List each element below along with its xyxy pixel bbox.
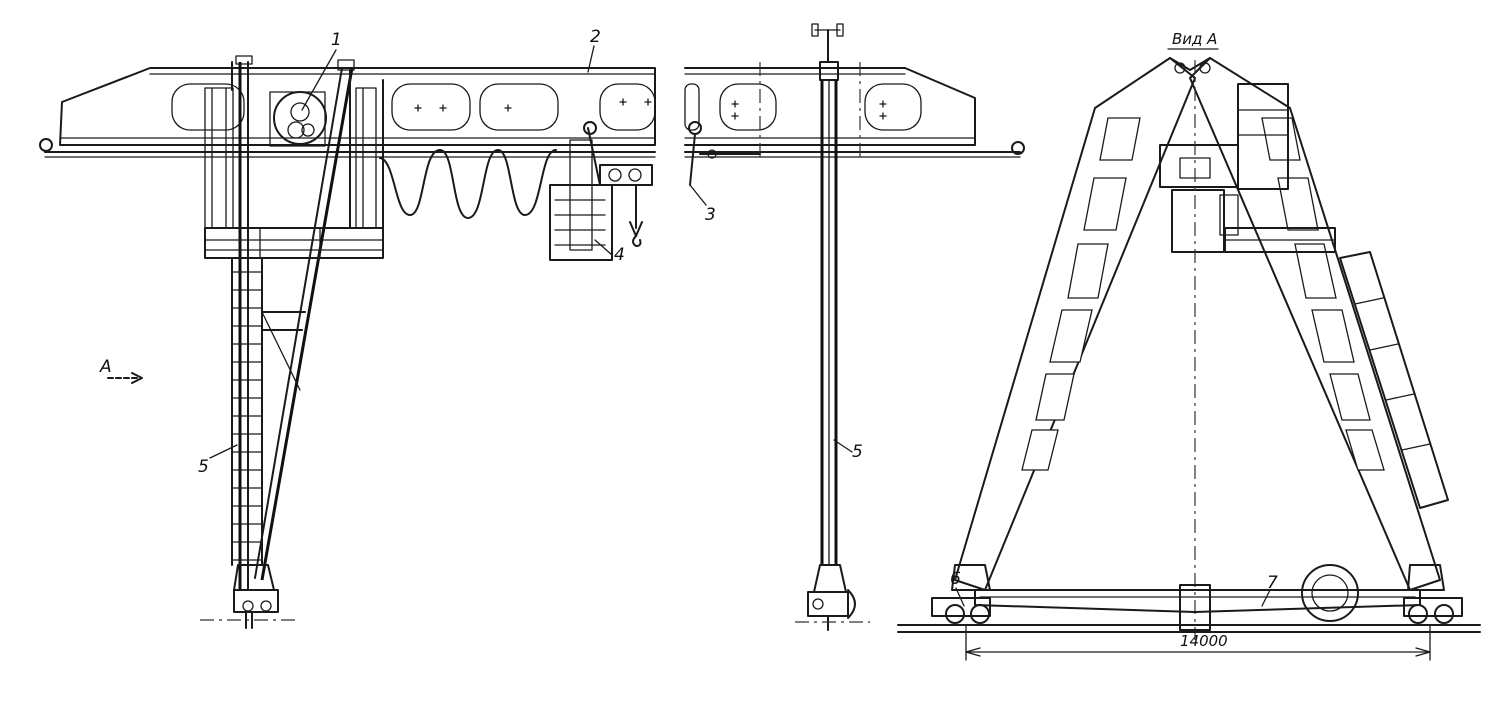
leg-cutouts xyxy=(1021,117,1385,471)
callout-4: 4 xyxy=(614,245,625,265)
leg-ladder xyxy=(231,257,263,566)
callout-5-mid: 5 xyxy=(852,442,863,462)
callout-2: 2 xyxy=(590,27,601,47)
winch xyxy=(269,91,327,147)
view-arrow-a: A xyxy=(99,357,143,384)
span-dimension: 14000 xyxy=(965,624,1431,661)
leg-brace xyxy=(260,67,354,581)
bottom-tie-beam xyxy=(974,564,1421,631)
operator-cabin xyxy=(549,121,613,261)
left-bogie xyxy=(931,564,991,624)
leg-side-view xyxy=(795,23,870,631)
callout-5-left: 5 xyxy=(198,457,209,477)
inclined-ladder xyxy=(1339,251,1449,509)
service-platform xyxy=(204,227,384,259)
callout-1: 1 xyxy=(331,30,342,50)
end-view-a: Вид А xyxy=(897,30,1481,661)
span-dimension-value: 14000 xyxy=(1180,632,1228,650)
main-girder xyxy=(59,67,656,146)
leg-base xyxy=(233,564,279,629)
side-elevation-view: A xyxy=(39,55,656,629)
electric-hoist xyxy=(599,164,653,247)
callout-6: 6 xyxy=(950,569,961,589)
view-arrow-label: A xyxy=(99,357,112,377)
callout-7: 7 xyxy=(1267,573,1278,593)
view-title: Вид А xyxy=(1172,30,1217,48)
girder-continuation-view xyxy=(684,23,1025,631)
callout-3: 3 xyxy=(705,205,716,225)
callouts: 1 2 3 4 5 5 6 7 xyxy=(198,27,1278,607)
festoon-cable xyxy=(379,149,557,219)
left-leg xyxy=(954,57,1196,591)
trolley-end-view xyxy=(1159,83,1336,253)
right-leg xyxy=(1189,57,1441,591)
right-bogie xyxy=(1403,564,1463,624)
